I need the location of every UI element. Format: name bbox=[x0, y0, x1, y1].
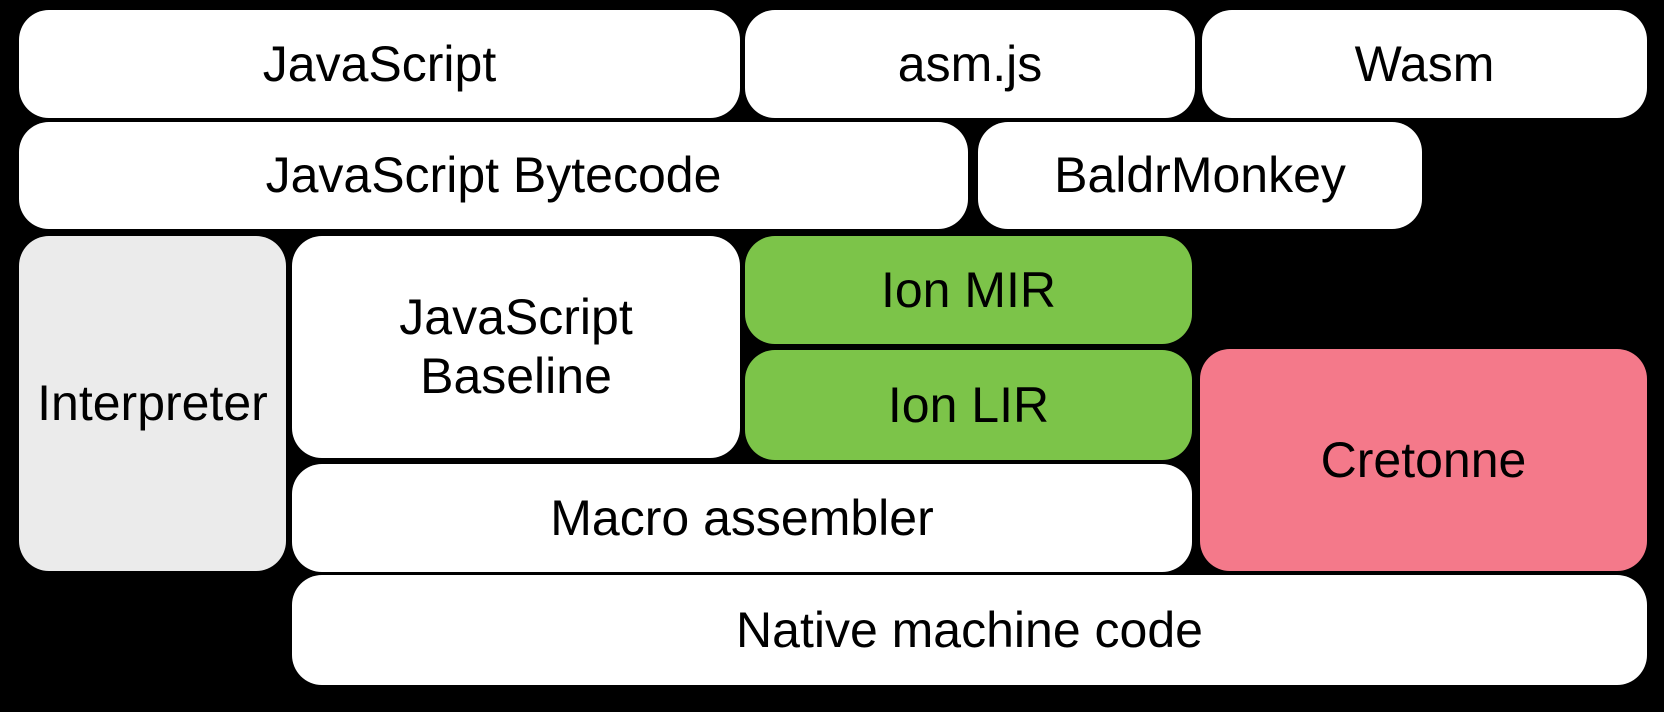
node-javascript: JavaScript bbox=[19, 10, 740, 118]
node-asm-js: asm.js bbox=[745, 10, 1195, 118]
node-baldrmonkey: BaldrMonkey bbox=[978, 122, 1422, 229]
node-ion-mir-label: Ion MIR bbox=[880, 261, 1057, 318]
node-native-machine-code-label: Native machine code bbox=[736, 601, 1203, 658]
node-native-machine-code: Native machine code bbox=[292, 575, 1647, 685]
node-macro-assembler-label: Macro assembler bbox=[550, 489, 934, 546]
node-ion-lir-label: Ion LIR bbox=[887, 376, 1050, 433]
node-javascript-bytecode-label: JavaScript Bytecode bbox=[265, 147, 722, 203]
node-wasm: Wasm bbox=[1202, 10, 1647, 118]
node-javascript-label: JavaScript bbox=[262, 35, 497, 92]
node-javascript-bytecode: JavaScript Bytecode bbox=[19, 122, 968, 229]
node-ion-lir: Ion LIR bbox=[745, 350, 1192, 460]
node-macro-assembler: Macro assembler bbox=[292, 464, 1192, 572]
node-ion-mir: Ion MIR bbox=[745, 236, 1192, 344]
node-javascript-baseline: JavaScript Baseline bbox=[292, 236, 740, 458]
node-javascript-baseline-label: JavaScript Baseline bbox=[399, 289, 633, 404]
node-asm-js-label: asm.js bbox=[897, 35, 1043, 92]
node-interpreter-label: Interpreter bbox=[37, 375, 268, 431]
node-cretonne: Cretonne bbox=[1200, 349, 1647, 571]
node-interpreter: Interpreter bbox=[19, 236, 286, 571]
node-baldrmonkey-label: BaldrMonkey bbox=[1054, 147, 1346, 203]
node-cretonne-label: Cretonne bbox=[1320, 431, 1527, 488]
node-wasm-label: Wasm bbox=[1354, 35, 1495, 92]
